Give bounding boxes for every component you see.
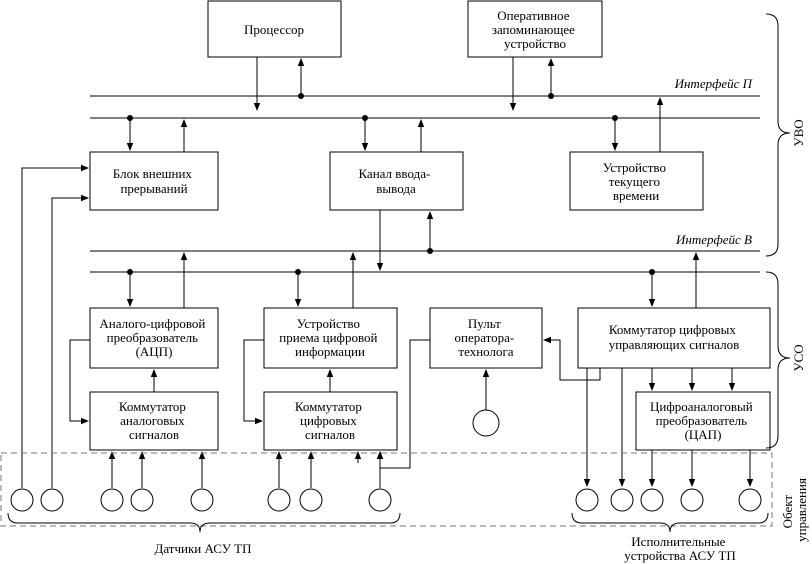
interrupts-block: Блок внешних прерываний — [89, 151, 219, 211]
digital-switch-out-block: Коммутатор цифровых управляющих сигналов — [577, 307, 771, 369]
interface-b-label: Интерфейс В — [675, 232, 752, 247]
actuator-circle — [738, 488, 762, 512]
interrupts-links — [21, 115, 188, 488]
sensors-row — [10, 488, 392, 512]
uso-label: УСО — [791, 344, 806, 371]
digital-input-label: Устройство приема цифровой информации — [279, 316, 380, 359]
ram-links — [509, 57, 555, 111]
sensor-circle — [299, 488, 323, 512]
dac-label: Цифроаналоговый преобразователь (ЦАП) — [650, 399, 756, 442]
ram-label: Оперативное запоминающее устройство — [492, 8, 578, 51]
adc-label: Аналого-цифровой преобразователь (АЦП) — [99, 316, 208, 359]
control-object-region — [0, 452, 773, 527]
digital-input-links — [243, 252, 357, 425]
object-label: Обект управления — [780, 478, 809, 542]
operator-panel-block: Пульт оператора- технолога — [429, 307, 543, 369]
processor-block: Процессор — [207, 0, 342, 58]
actuator-circle — [680, 488, 704, 512]
actuators-row — [575, 488, 762, 512]
interrupts-label: Блок внешних прерываний — [113, 166, 195, 196]
ram-block: Оперативное запоминающее устройство — [467, 0, 603, 58]
io-channel-block: Канал ввода- вывода — [329, 151, 464, 211]
analog-mux-label: Коммутатор аналоговых сигналов — [119, 399, 189, 442]
sensor-circle — [40, 488, 64, 512]
processor-label: Процессор — [244, 22, 304, 37]
digital-switch-out-label: Коммутатор цифровых управляющих сигналов — [609, 322, 740, 352]
actuator-circle — [610, 488, 634, 512]
timer-label: Устройство текущего времени — [603, 160, 669, 203]
io-channel-links — [361, 115, 434, 271]
uvo-brace — [765, 13, 791, 257]
uso-brace — [765, 271, 791, 449]
sensor-circle — [10, 488, 34, 512]
adc-links — [69, 252, 188, 425]
actuator-circle — [640, 488, 664, 512]
sensor-circle — [368, 488, 392, 512]
sensors-label: Датчики АСУ ТП — [154, 541, 251, 556]
digital-mux-block: Коммутатор цифровых сигналов — [263, 391, 398, 451]
operator-panel-label: Пульт оператора- технолога — [454, 316, 517, 359]
sensor-circle — [267, 488, 291, 512]
digital-switch-out-links — [543, 252, 754, 487]
actuator-circle — [575, 488, 599, 512]
actuators-brace — [571, 512, 769, 533]
sensor-links — [108, 451, 384, 488]
interface-p-bus — [90, 95, 760, 119]
processor-links — [253, 57, 305, 111]
timer-links — [611, 97, 664, 152]
analog-mux-block: Коммутатор аналоговых сигналов — [89, 391, 219, 451]
io-channel-label: Канал ввода- вывода — [358, 166, 433, 196]
adc-block: Аналого-цифровой преобразователь (АЦП) — [89, 307, 219, 369]
digital-mux-label: Коммутатор цифровых сигналов — [295, 399, 365, 442]
actuators-label: Исполнительные устройства АСУ ТП — [624, 534, 736, 563]
digital-input-block: Устройство приема цифровой информации — [263, 307, 398, 369]
interface-p-label: Интерфейс П — [674, 76, 754, 91]
operator-console-circle — [472, 409, 500, 437]
sensor-circle — [100, 488, 124, 512]
sensors-brace — [7, 512, 401, 533]
dac-block: Цифроаналоговый преобразователь (ЦАП) — [635, 391, 771, 451]
sensor-circle — [130, 488, 154, 512]
uvo-label: УВО — [791, 119, 806, 146]
sensor-circle — [190, 488, 214, 512]
interface-b-bus — [90, 250, 760, 273]
timer-block: Устройство текущего времени — [569, 151, 704, 211]
